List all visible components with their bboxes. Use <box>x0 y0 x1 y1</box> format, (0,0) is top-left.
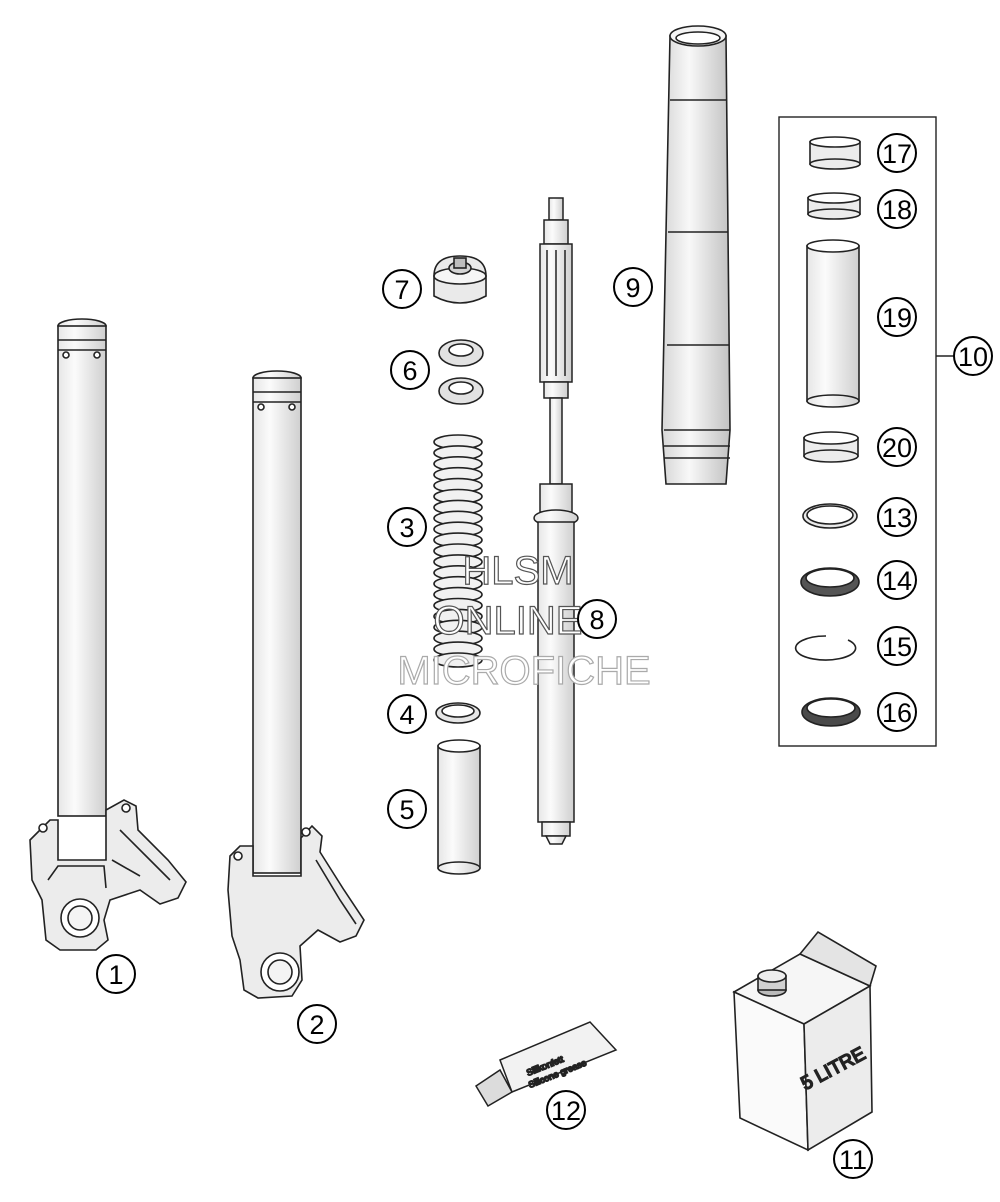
callout-circle-16 <box>877 692 917 732</box>
part-9-outer-tube <box>661 25 731 485</box>
callout-circle-8 <box>577 599 617 639</box>
part-11-oil-canister: 5 LITRE <box>732 930 877 1152</box>
callout-16: 16 <box>877 692 917 732</box>
callout-label-11: 11 <box>839 1145 867 1175</box>
callout-circle-14 <box>877 560 917 600</box>
part-7-top-cap <box>433 255 487 304</box>
part-8-damper-cartridge <box>533 197 579 845</box>
callout-circle-3 <box>387 507 427 547</box>
callout-label-3: 3 <box>399 513 414 543</box>
callout-label-4: 4 <box>399 700 414 730</box>
callout-circle-11 <box>833 1139 873 1179</box>
part-3-spring <box>433 434 483 668</box>
callout-label-6: 6 <box>402 356 417 386</box>
callout-circle-13 <box>877 497 917 537</box>
callout-label-14: 14 <box>882 566 912 596</box>
callout-label-9: 9 <box>625 273 640 303</box>
part-18-bushing <box>807 192 861 220</box>
callout-circle-5 <box>387 789 427 829</box>
callout-circle-7 <box>382 269 422 309</box>
callout-18: 18 <box>877 189 917 229</box>
watermark-line1: HLSM <box>462 549 573 593</box>
callout-7: 7 <box>382 269 422 309</box>
callout-label-1: 1 <box>108 960 123 990</box>
callout-label-17: 17 <box>882 139 912 169</box>
callout-circle-12 <box>546 1090 586 1130</box>
callout-label-10: 10 <box>958 342 988 372</box>
callout-15: 15 <box>877 626 917 666</box>
part-12-grease-tube: Silikonfett Silicone grease <box>474 1021 618 1108</box>
callout-label-8: 8 <box>589 605 604 635</box>
callout-circle-20 <box>877 427 917 467</box>
part-17-bushing <box>809 136 861 170</box>
part-16-dust-seal <box>801 697 861 727</box>
part-15-circlip <box>794 635 857 661</box>
parts-group-box <box>778 116 956 747</box>
callout-label-15: 15 <box>882 632 912 662</box>
callout-13: 13 <box>877 497 917 537</box>
callout-label-12: 12 <box>551 1096 581 1126</box>
part-13-washer <box>802 503 858 529</box>
callout-circle-10 <box>953 336 993 376</box>
callout-label-2: 2 <box>309 1010 324 1040</box>
callout-circle-4 <box>387 694 427 734</box>
callout-11: 11 <box>833 1139 873 1179</box>
fork-leg-right <box>227 370 365 999</box>
fork-leg-left <box>29 318 187 951</box>
watermark-line3: MICROFICHE <box>397 649 650 693</box>
part-6-spacer-washers <box>438 339 484 405</box>
callout-10: 10 <box>953 336 993 376</box>
part-19-inner-tube <box>806 239 860 408</box>
callout-8: 8 <box>577 599 617 639</box>
callout-circle-2 <box>297 1004 337 1044</box>
part-20-ring <box>803 431 859 463</box>
callout-circle-6 <box>390 350 430 390</box>
callout-circle-19 <box>877 297 917 337</box>
callout-20: 20 <box>877 427 917 467</box>
callout-label-7: 7 <box>394 275 409 305</box>
callout-label-18: 18 <box>882 195 912 225</box>
callout-circle-9 <box>613 267 653 307</box>
part-4-washer <box>435 702 481 724</box>
callout-17: 17 <box>877 133 917 173</box>
callout-2: 2 <box>297 1004 337 1044</box>
callout-label-5: 5 <box>399 795 414 825</box>
callout-1: 1 <box>96 954 136 994</box>
watermark: HLSM ONLINE MICROFICHE <box>397 548 652 693</box>
callout-6: 6 <box>390 350 430 390</box>
callout-9: 9 <box>613 267 653 307</box>
callout-12: 12 <box>546 1090 586 1130</box>
callout-label-16: 16 <box>882 698 912 728</box>
callout-circle-17 <box>877 133 917 173</box>
callout-label-20: 20 <box>882 433 912 463</box>
part-14-oil-seal <box>800 567 860 597</box>
callout-label-19: 19 <box>882 303 912 333</box>
callout-circle-1 <box>96 954 136 994</box>
callout-3: 3 <box>387 507 427 547</box>
callout-label-13: 13 <box>882 503 912 533</box>
watermark-line2: ONLINE <box>434 599 583 643</box>
callout-5: 5 <box>387 789 427 829</box>
callout-19: 19 <box>877 297 917 337</box>
callout-circle-18 <box>877 189 917 229</box>
callout-14: 14 <box>877 560 917 600</box>
callout-circle-15 <box>877 626 917 666</box>
part-5-sleeve <box>437 739 481 875</box>
callout-4: 4 <box>387 694 427 734</box>
